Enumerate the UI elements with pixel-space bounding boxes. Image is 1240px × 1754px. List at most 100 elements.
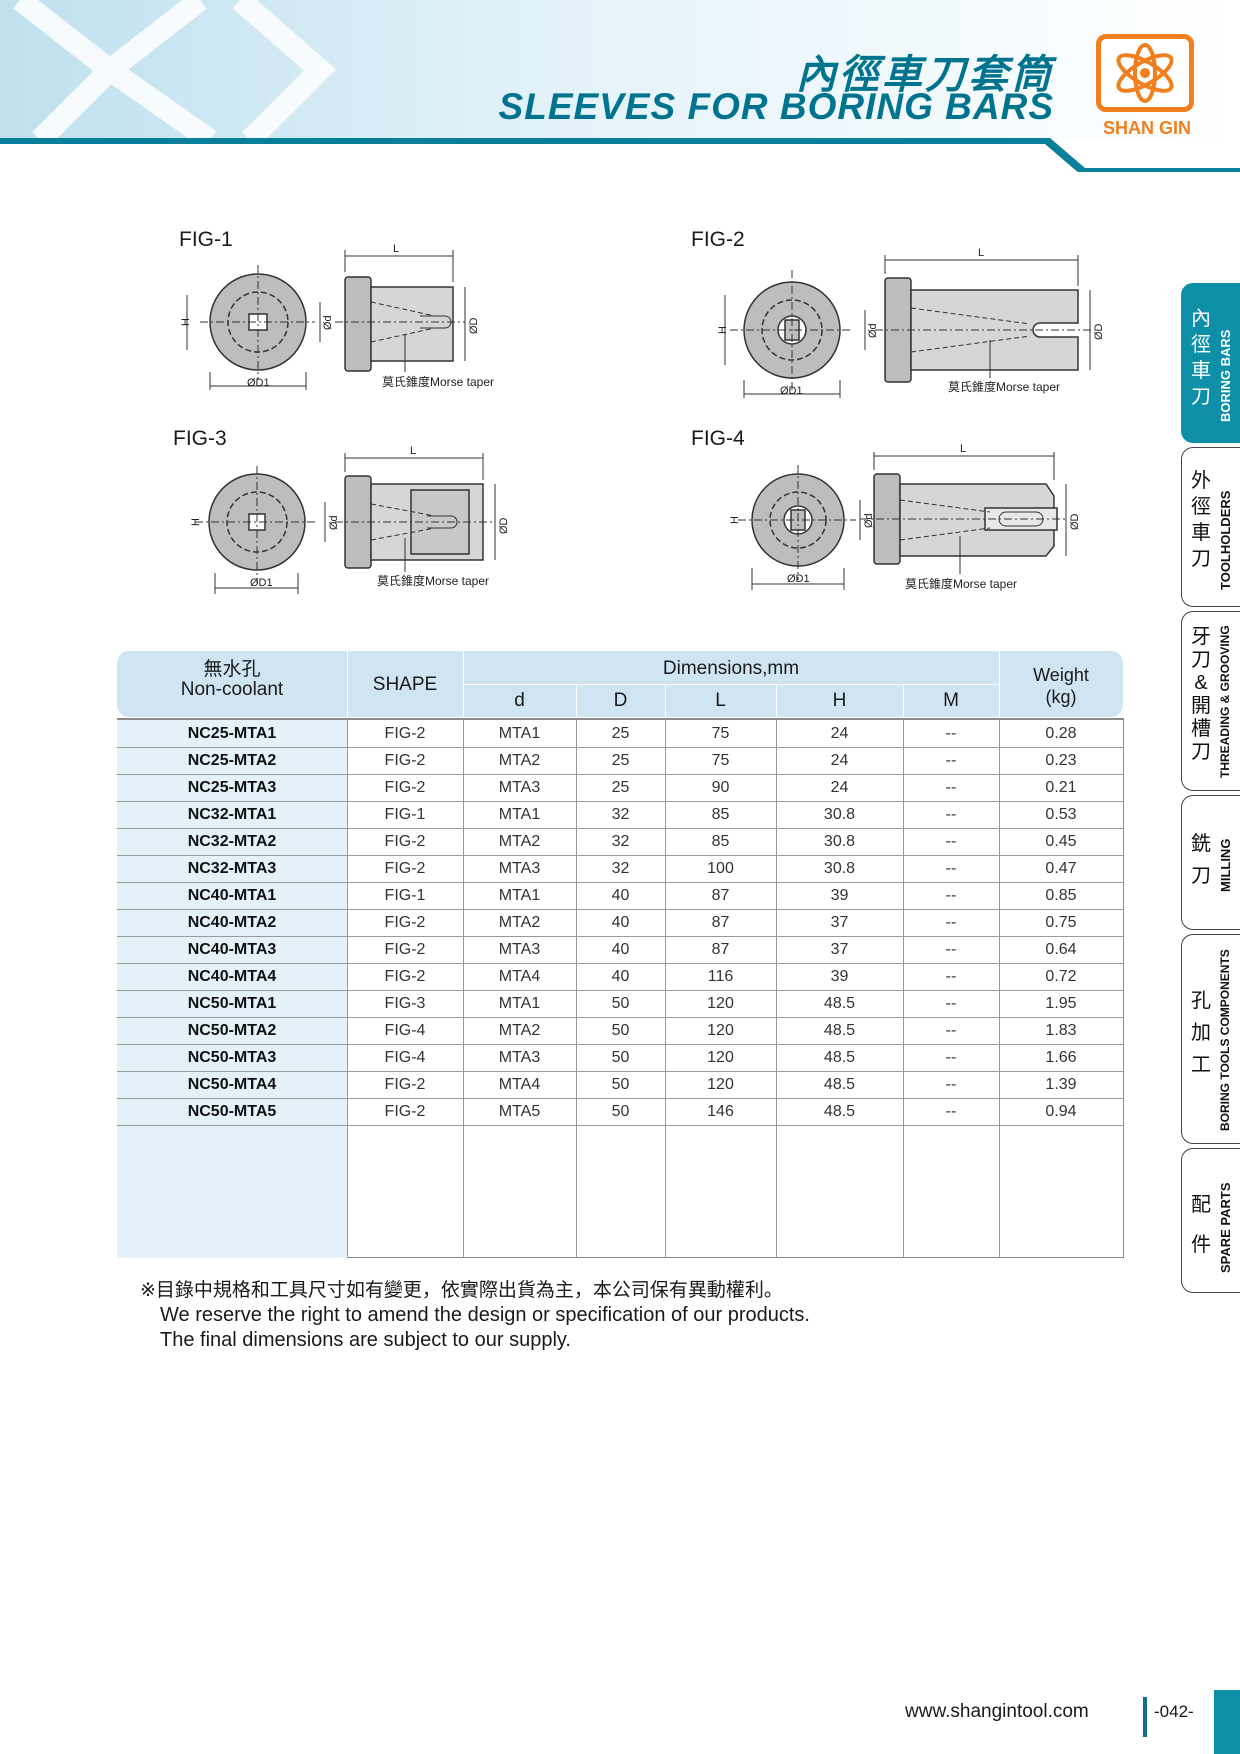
cell-D: 50 [611, 1103, 630, 1120]
column-divider [999, 718, 1000, 1258]
table-top-rule [117, 718, 1123, 720]
cell-model: NC40-MTA4 [187, 968, 277, 985]
cell-L: 120 [707, 995, 734, 1012]
cell-M: -- [945, 1022, 957, 1039]
fig1-taper-label: 莫氏錐度Morse taper [382, 374, 494, 389]
cell-M: -- [945, 887, 957, 904]
header-dimensions: Dimensions,mm [662, 658, 800, 679]
fig2-dim-L: L [978, 247, 984, 259]
cell-M: -- [945, 968, 957, 985]
side-tab-threading-grooving[interactable]: 牙刀&開槽刀 THREADING & GROOVING [1181, 611, 1240, 791]
cell-M: -- [945, 833, 957, 850]
fig4-dim-D: ØD [1069, 513, 1081, 530]
header-weight-label: Weight [1033, 665, 1089, 685]
title-english: SLEEVES FOR BORING BARS [498, 86, 1054, 127]
cell-model: NC32-MTA1 [187, 806, 277, 823]
side-tab-toolholders[interactable]: 外徑車刀 TOOLHOLDERS [1181, 447, 1240, 607]
cell-D: 40 [611, 941, 630, 958]
cell-shape: FIG-1 [384, 806, 426, 823]
cell-w: 0.23 [1045, 752, 1077, 769]
cell-D: 32 [611, 833, 630, 850]
side-tab-boring-bars[interactable]: 內徑車刀 BORING BARS [1181, 283, 1240, 443]
cell-H: 48.5 [823, 995, 856, 1012]
cell-shape: FIG-2 [384, 968, 426, 985]
cell-d: MTA2 [498, 833, 541, 850]
cell-w: 0.72 [1045, 968, 1077, 985]
cell-d: MTA3 [498, 860, 541, 877]
cell-H: 39 [830, 968, 849, 985]
fig3-dim-H: H [190, 518, 202, 526]
cell-H: 39 [830, 887, 849, 904]
cell-H: 30.8 [823, 833, 856, 850]
cell-shape: FIG-1 [384, 887, 426, 904]
fig3-dim-D1: ØD1 [250, 577, 273, 589]
note-chinese: ※目錄中規格和工具尺寸如有變更，依實際出貨為主，本公司保有異動權利。 [140, 1280, 783, 1301]
cell-d: MTA2 [498, 752, 541, 769]
cell-M: -- [945, 914, 957, 931]
column-divider [576, 718, 577, 1258]
column-divider [347, 718, 348, 1258]
cell-model: NC40-MTA3 [187, 941, 277, 958]
cell-M: -- [945, 806, 957, 823]
side-tab-milling[interactable]: 銑刀 MILLING [1181, 795, 1240, 930]
cell-H: 24 [830, 752, 849, 769]
fig1-dim-H: H [180, 318, 192, 326]
header-background [0, 0, 1240, 172]
page-header: 內徑車刀套筒 SLEEVES FOR BORING BARS SHAN GIN [0, 0, 1240, 172]
header-L: L [715, 690, 726, 711]
fig4-dim-d: Ød [863, 513, 875, 528]
cell-D: 25 [611, 779, 630, 796]
cell-w: 1.66 [1045, 1049, 1077, 1066]
cell-model: NC25-MTA3 [187, 779, 277, 796]
cell-w: 0.53 [1045, 806, 1077, 823]
cell-M: -- [945, 725, 957, 742]
column-divider [776, 718, 777, 1258]
header-H: H [832, 690, 847, 711]
cell-L: 120 [707, 1076, 734, 1093]
fig2-taper-label: 莫氏錐度Morse taper [948, 379, 1060, 394]
cell-H: 24 [830, 779, 849, 796]
cell-w: 0.94 [1045, 1103, 1077, 1120]
fig4-label: FIG-4 [691, 427, 745, 450]
cell-D: 50 [611, 1022, 630, 1039]
fig2-label: FIG-2 [691, 228, 745, 251]
cell-w: 0.28 [1045, 725, 1077, 742]
cell-H: 30.8 [823, 806, 856, 823]
cell-M: -- [945, 752, 957, 769]
fig4-taper-label: 莫氏錐度Morse taper [905, 576, 1017, 591]
cell-H: 48.5 [823, 1049, 856, 1066]
cell-model: NC50-MTA4 [187, 1076, 277, 1093]
fig3-dim-D: ØD [498, 517, 510, 534]
header-divider [999, 651, 1000, 717]
cell-D: 32 [611, 806, 630, 823]
cell-model: NC50-MTA2 [187, 1022, 277, 1039]
cell-shape: FIG-4 [384, 1049, 426, 1066]
side-tab-boring-tools-components[interactable]: 孔加工 BORING TOOLS COMPONENTS [1181, 934, 1240, 1144]
cell-d: MTA1 [498, 806, 541, 823]
header-M: M [943, 690, 959, 711]
footer-url[interactable]: www.shangintool.com [905, 1701, 1089, 1722]
header-divider [576, 685, 577, 717]
cell-d: MTA1 [498, 887, 541, 904]
logo-mark [1096, 34, 1194, 112]
cell-model: NC50-MTA1 [187, 995, 277, 1012]
note-english-line1: We reserve the right to amend the design… [160, 1304, 810, 1326]
side-tab-label-cn: 內徑車刀 [1191, 308, 1211, 408]
side-tab-spare-parts[interactable]: 配件 SPARE PARTS [1181, 1148, 1240, 1293]
cell-d: MTA5 [498, 1103, 541, 1120]
fig3-dim-d: Ød [328, 515, 340, 530]
cell-L: 87 [711, 914, 730, 931]
fig4-dim-L: L [960, 443, 966, 455]
side-tab-label-en: SPARE PARTS [1218, 1182, 1233, 1273]
side-tab-label-cn: 配件 [1191, 1194, 1211, 1256]
fig4-dim-D1: ØD1 [787, 573, 810, 585]
